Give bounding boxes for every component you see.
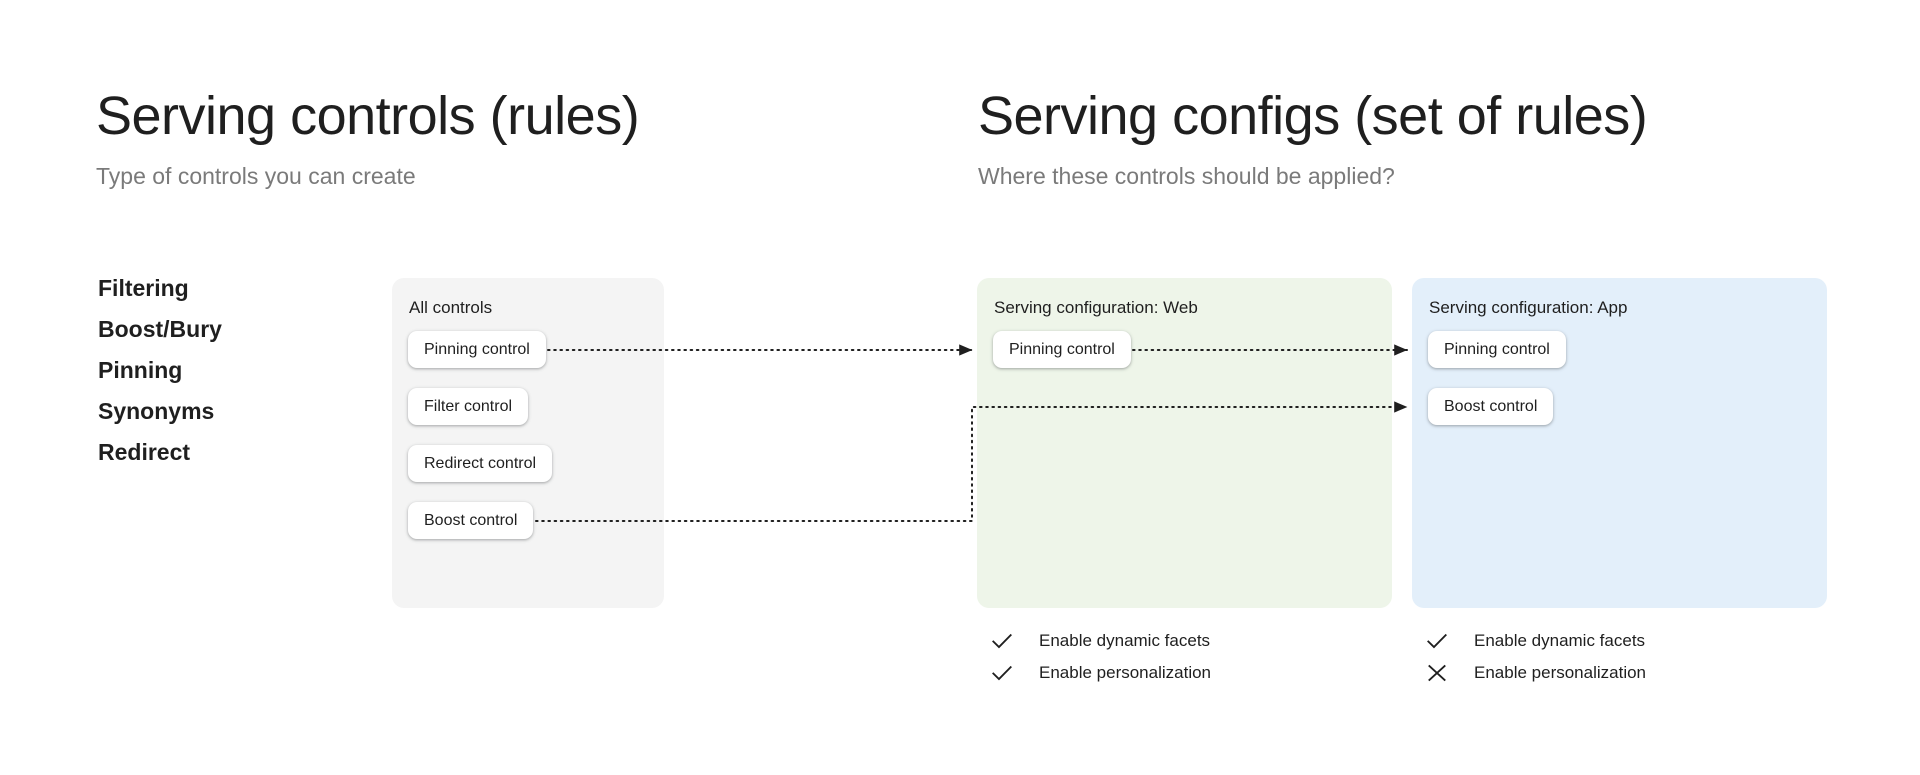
right-section-header: Serving configs (set of rules) Where the… — [978, 86, 1648, 190]
left-section-header: Serving controls (rules) Type of control… — [96, 86, 640, 190]
control-chip-pinning[interactable]: Pinning control — [1428, 331, 1566, 368]
feature-label: Enable personalization — [1474, 663, 1647, 682]
serving-config-panel-web: Serving configuration: Web Pinning contr… — [977, 278, 1392, 608]
control-type-item: Pinning — [98, 357, 183, 383]
all-controls-panel-label: All controls — [409, 298, 493, 317]
check-icon — [1427, 633, 1447, 649]
control-chip-pinning[interactable]: Pinning control — [408, 331, 546, 368]
serving-config-panel-app: Serving configuration: App Pinning contr… — [1412, 278, 1827, 608]
control-chip-filter[interactable]: Filter control — [408, 388, 529, 425]
serving-config-web-features: Enable dynamic facets Enable personaliza… — [989, 625, 1409, 689]
all-controls-panel: All controls Pinning control Filter cont… — [392, 278, 664, 608]
check-icon — [992, 633, 1012, 649]
page-title-serving-configs: Serving configs (set of rules) — [978, 86, 1648, 146]
control-type-item: Filtering — [98, 275, 189, 301]
feature-row: Enable personalization — [989, 657, 1409, 689]
serving-config-web-label: Serving configuration: Web — [994, 298, 1198, 317]
control-chip-pinning[interactable]: Pinning control — [993, 331, 1131, 368]
serving-config-app-label: Serving configuration: App — [1429, 298, 1628, 317]
left-section-subtitle: Type of controls you can create — [96, 162, 416, 189]
control-type-item: Synonyms — [98, 398, 215, 424]
feature-label: Enable dynamic facets — [1039, 631, 1211, 650]
control-chip-redirect[interactable]: Redirect control — [408, 445, 553, 482]
feature-row: Enable dynamic facets — [989, 625, 1409, 657]
cross-icon — [1428, 664, 1446, 682]
feature-row: Enable dynamic facets — [1424, 625, 1844, 657]
control-type-list: Filtering Boost/Bury Pinning Synonyms Re… — [98, 268, 222, 473]
feature-row: Enable personalization — [1424, 657, 1844, 689]
feature-label: Enable personalization — [1039, 663, 1212, 682]
right-section-subtitle: Where these controls should be applied? — [978, 162, 1395, 189]
control-type-item: Boost/Bury — [98, 316, 222, 342]
feature-label: Enable dynamic facets — [1474, 631, 1646, 650]
check-icon — [992, 665, 1012, 681]
serving-config-app-features: Enable dynamic facets Enable personaliza… — [1424, 625, 1844, 689]
page-title-serving-controls: Serving controls (rules) — [96, 86, 640, 146]
control-chip-boost[interactable]: Boost control — [1428, 388, 1554, 425]
control-type-item: Redirect — [98, 439, 191, 465]
control-chip-boost[interactable]: Boost control — [408, 502, 534, 539]
